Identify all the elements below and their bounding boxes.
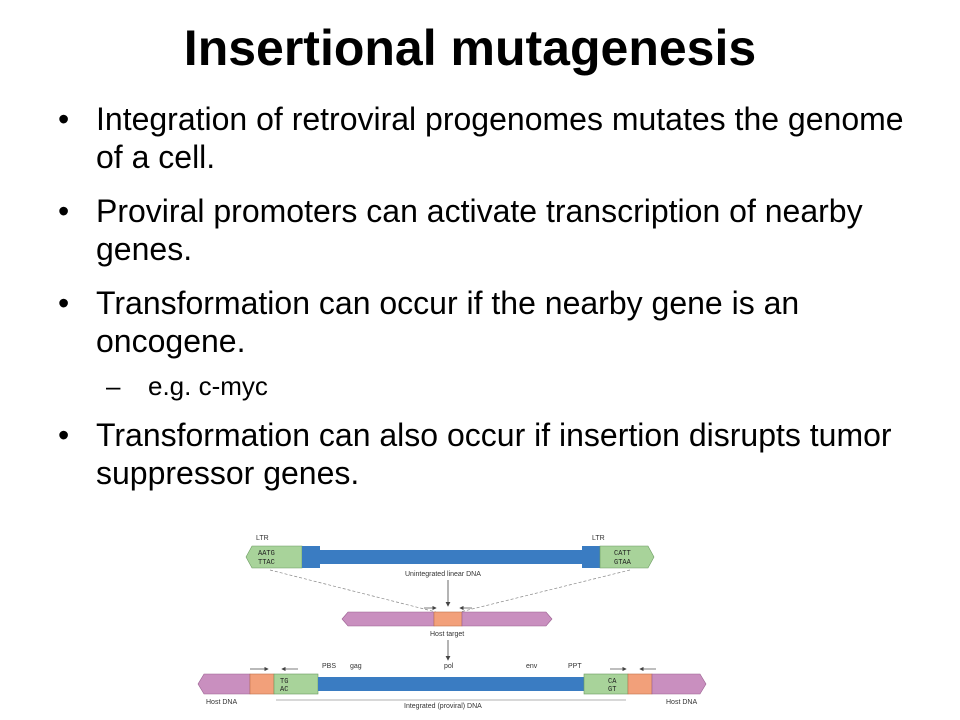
integrated-label: Integrated (proviral) DNA xyxy=(404,703,482,710)
bullet-item: • Transformation can also occur if inser… xyxy=(58,416,938,492)
int-site-left xyxy=(249,673,275,695)
ltr-left-block xyxy=(245,545,303,569)
bullet-text: Integration of retroviral progenomes mut… xyxy=(96,101,904,175)
bullet-dot: • xyxy=(58,101,70,137)
seq-right-bottom: GTAA xyxy=(614,559,632,567)
seq-int-right-bottom: GT xyxy=(608,686,616,694)
bullet-item: • Proviral promoters can activate transc… xyxy=(58,192,938,268)
seq-int-right-top: CA xyxy=(608,678,617,686)
ltr-right-blue xyxy=(582,546,600,568)
pbs-label: PBS xyxy=(322,663,336,670)
int-genome-bar xyxy=(318,677,584,691)
bullet-item: • Transformation can occur if the nearby… xyxy=(58,284,938,360)
bullet-text: Transformation can occur if the nearby g… xyxy=(96,285,800,359)
host-target-site xyxy=(433,611,463,627)
ltr-left-label: LTR xyxy=(256,535,269,542)
pol-label: pol xyxy=(444,663,454,670)
integration-diagram: LTR LTR AATG TTAC CATT GTAA Unintegrated… xyxy=(190,528,730,720)
host-dna-right-block xyxy=(651,673,707,695)
integration-diagram-svg: LTR LTR AATG TTAC CATT GTAA Unintegrated… xyxy=(197,535,707,710)
seq-right-top: CATT xyxy=(614,550,631,558)
int-ltr-right xyxy=(583,673,629,695)
gag-label: gag xyxy=(350,663,362,670)
host-target-right xyxy=(461,611,553,627)
ltr-right-block xyxy=(599,545,655,569)
host-target-left xyxy=(341,611,435,627)
seq-left-top: AATG xyxy=(258,550,275,558)
viral-genome-bar xyxy=(320,550,582,564)
bullet-text: Transformation can also occur if inserti… xyxy=(96,417,892,491)
sub-bullet-dash: – xyxy=(106,371,121,401)
host-target-label: Host target xyxy=(430,631,464,638)
slide-title: Insertional mutagenesis xyxy=(183,20,757,76)
int-site-right xyxy=(627,673,653,695)
bullet-text: Proviral promoters can activate transcri… xyxy=(96,193,863,267)
unintegrated-label: Unintegrated linear DNA xyxy=(405,571,481,578)
converge-line-left xyxy=(269,569,437,613)
ltr-left-blue xyxy=(302,546,320,568)
bullet-list: • Integration of retroviral progenomes m… xyxy=(58,100,938,508)
bullet-dot: • xyxy=(58,285,70,321)
bullet-dot: • xyxy=(58,417,70,453)
sub-bullet-item: – e.g. c-myc xyxy=(58,370,938,402)
host-dna-right-label: Host DNA xyxy=(666,699,697,706)
seq-left-bottom: TTAC xyxy=(258,559,275,567)
seq-int-left-bottom: AC xyxy=(280,686,288,694)
ppt-label: PPT xyxy=(568,663,582,670)
sub-bullet-text: e.g. c-myc xyxy=(148,371,268,401)
converge-line-right xyxy=(459,569,631,613)
host-dna-left-label: Host DNA xyxy=(206,699,237,706)
bullet-item: • Integration of retroviral progenomes m… xyxy=(58,100,938,176)
env-label: env xyxy=(526,663,538,670)
seq-int-left-top: TG xyxy=(280,678,288,686)
host-dna-left-block xyxy=(197,673,251,695)
bullet-dot: • xyxy=(58,193,70,229)
ltr-right-label: LTR xyxy=(592,535,605,542)
